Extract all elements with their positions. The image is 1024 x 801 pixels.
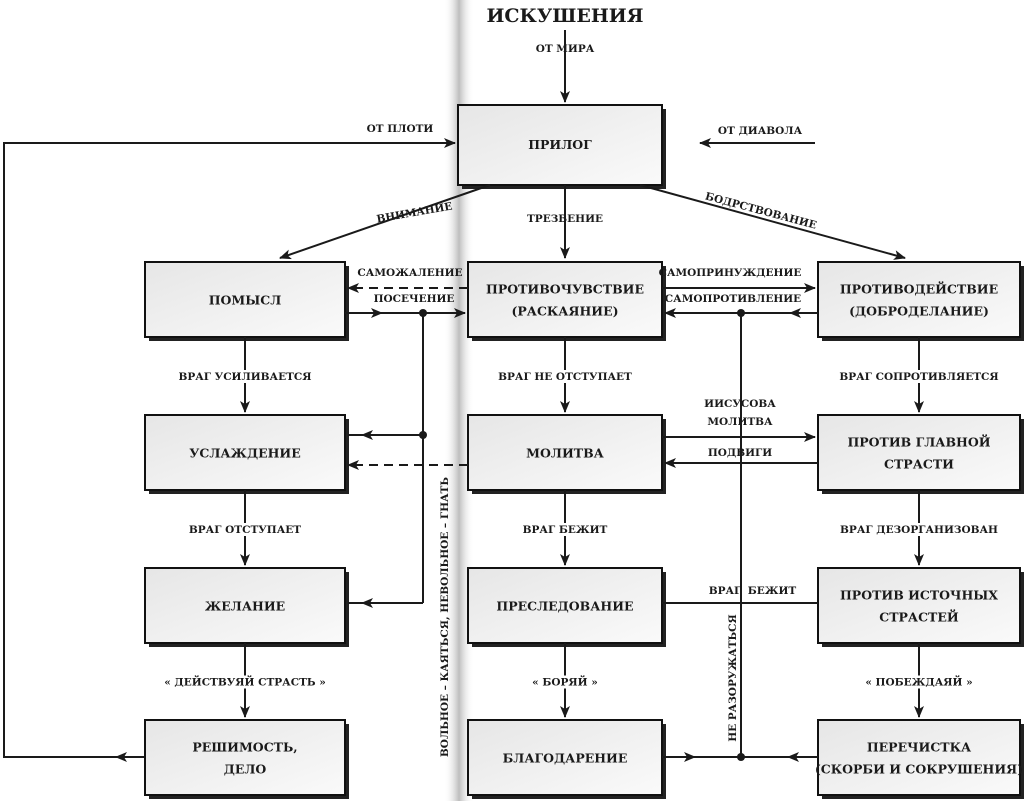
label-from-devil: ОТ ДИАВОЛА <box>718 125 803 137</box>
label-backdrop <box>844 675 994 689</box>
box-label: ПРОТИВОДЕЙСТВИЕ <box>840 281 998 297</box>
transition-label: « ДЕЙСТВУЯЙ СТРАСТЬ » <box>164 674 326 689</box>
box-label: ПЕРЕЧИСТКА <box>867 740 972 755</box>
label-backdrop <box>844 370 994 383</box>
label-backdrop <box>490 370 640 383</box>
transition-label: ВРАГ УСИЛИВАЕТСЯ <box>178 371 311 383</box>
junction-dot <box>737 753 745 761</box>
box-label: ДЕЛО <box>224 762 267 777</box>
label-vigilance: БОДРСТВОВАНИЕ <box>704 190 818 231</box>
box-label: ПРОТИВ ИСТОЧНЫХ <box>840 588 998 603</box>
label-self-compulsion: САМОПРИНУЖДЕНИЕ <box>659 267 802 279</box>
label-feats: ПОДВИГИ <box>708 447 772 459</box>
box-label: МОЛИТВА <box>526 446 604 461</box>
label-cutting-off: ПОСЕЧЕНИЕ <box>374 293 455 305</box>
box-label: ПРОТИВОЧУВСТВИЕ <box>486 282 644 297</box>
box-label: СТРАСТЕЙ <box>879 609 959 625</box>
center-column-box: ПРОТИВОЧУВСТВИЕ (РАСКАЯНИЕ) <box>467 261 666 341</box>
transition-label: ВРАГ БЕЖИТ <box>523 524 608 536</box>
label-vertical-left: ВОЛЬНОЕ – КАЯТЬСЯ, НЕВОЛЬНОЕ – ГНАТЬ <box>439 477 451 757</box>
label-backdrop <box>844 523 994 536</box>
transition-label: « ПОБЕЖДАЯЙ » <box>865 674 972 689</box>
transition-label: ВРАГ НЕ ОТСТУПАЕТ <box>498 371 632 383</box>
box-label: (ДОБРОДЕЛАНИЕ) <box>849 304 989 319</box>
right-column-box: ПЕРЕЧИСТКА (СКОРБИ И СОКРУШЕНИЯ) <box>815 719 1024 799</box>
right-column-box: ПРОТИВ ИСТОЧНЫХ СТРАСТЕЙ <box>817 567 1024 647</box>
box-label: РЕШИМОСТЬ, <box>192 740 297 755</box>
left-column-box: УСЛАЖДЕНИЕ <box>144 414 349 494</box>
box-label: БЛАГОДАРЕНИЕ <box>503 751 628 766</box>
arrow-attention <box>279 184 491 260</box>
box-label: ПРИЛОГ <box>528 137 592 152</box>
center-column-box: МОЛИТВА <box>467 414 666 494</box>
label-backdrop <box>170 523 320 536</box>
box-label: УСЛАЖДЕНИЕ <box>189 446 301 461</box>
center-column-box: ПРЕСЛЕДОВАНИЕ <box>467 567 666 647</box>
label-backdrop <box>490 675 640 689</box>
left-column-box: ЖЕЛАНИЕ <box>144 567 349 647</box>
label-vertical-right: НЕ РАЗОРУЖАТЬСЯ <box>727 614 739 742</box>
box-label: ЖЕЛАНИЕ <box>205 599 285 614</box>
label-backdrop <box>170 370 320 383</box>
label-enemy-flees-1: ВРАГ <box>709 585 742 597</box>
label-attention: ВНИМАНИЕ <box>376 200 454 225</box>
diagram-title: ИСКУШЕНИЯ <box>486 5 643 27</box>
label-self-pity: САМОЖАЛЕНИЕ <box>357 267 462 279</box>
label-jesus-prayer-1: ИИСУСОВА <box>704 398 776 410</box>
junction-dot <box>737 309 745 317</box>
center-column-box: БЛАГОДАРЕНИЕ <box>467 719 666 799</box>
junction-dot <box>419 309 427 317</box>
left-column-box: ПОМЫСЛ <box>144 261 349 341</box>
right-column-box: ПРОТИВ ГЛАВНОЙ СТРАСТИ <box>817 414 1024 494</box>
box-label: ПОМЫСЛ <box>209 293 282 308</box>
label-backdrop <box>490 523 640 536</box>
box-label: СТРАСТИ <box>884 457 954 472</box>
label-from-flesh: ОТ ПЛОТИ <box>367 123 434 135</box>
label-sobriety: ТРЕЗВЕНИЕ <box>527 213 603 225</box>
label-self-resistance: САМОПРОТИВЛЕНИЕ <box>665 293 801 305</box>
label-backdrop <box>170 675 320 689</box>
box-prilog: ПРИЛОГ <box>457 104 666 189</box>
box-label: (СКОРБИ И СОКРУШЕНИЯ) <box>815 762 1023 777</box>
transition-label: ВРАГ ДЕЗОРГАНИЗОВАН <box>840 524 998 536</box>
transition-label: « БОРЯЙ » <box>532 674 598 689</box>
label-jesus-prayer-2: МОЛИТВА <box>707 416 773 428</box>
box-label: ПРЕСЛЕДОВАНИЕ <box>496 599 633 614</box>
flesh-feedback-loop <box>3 138 456 758</box>
transition-label: ВРАГ СОПРОТИВЛЯЕТСЯ <box>839 371 998 383</box>
arrow-vigilance <box>639 184 906 260</box>
box-label: ПРОТИВ ГЛАВНОЙ <box>847 434 990 450</box>
label-enemy-flees-2: БЕЖИТ <box>748 585 797 597</box>
right-column-box: ПРОТИВОДЕЙСТВИЕ (ДОБРОДЕЛАНИЕ) <box>817 261 1024 341</box>
box-label: (РАСКАЯНИЕ) <box>511 304 618 319</box>
transition-label: ВРАГ ОТСТУПАЕТ <box>189 524 301 536</box>
left-column-box: РЕШИМОСТЬ, ДЕЛО <box>144 719 349 799</box>
